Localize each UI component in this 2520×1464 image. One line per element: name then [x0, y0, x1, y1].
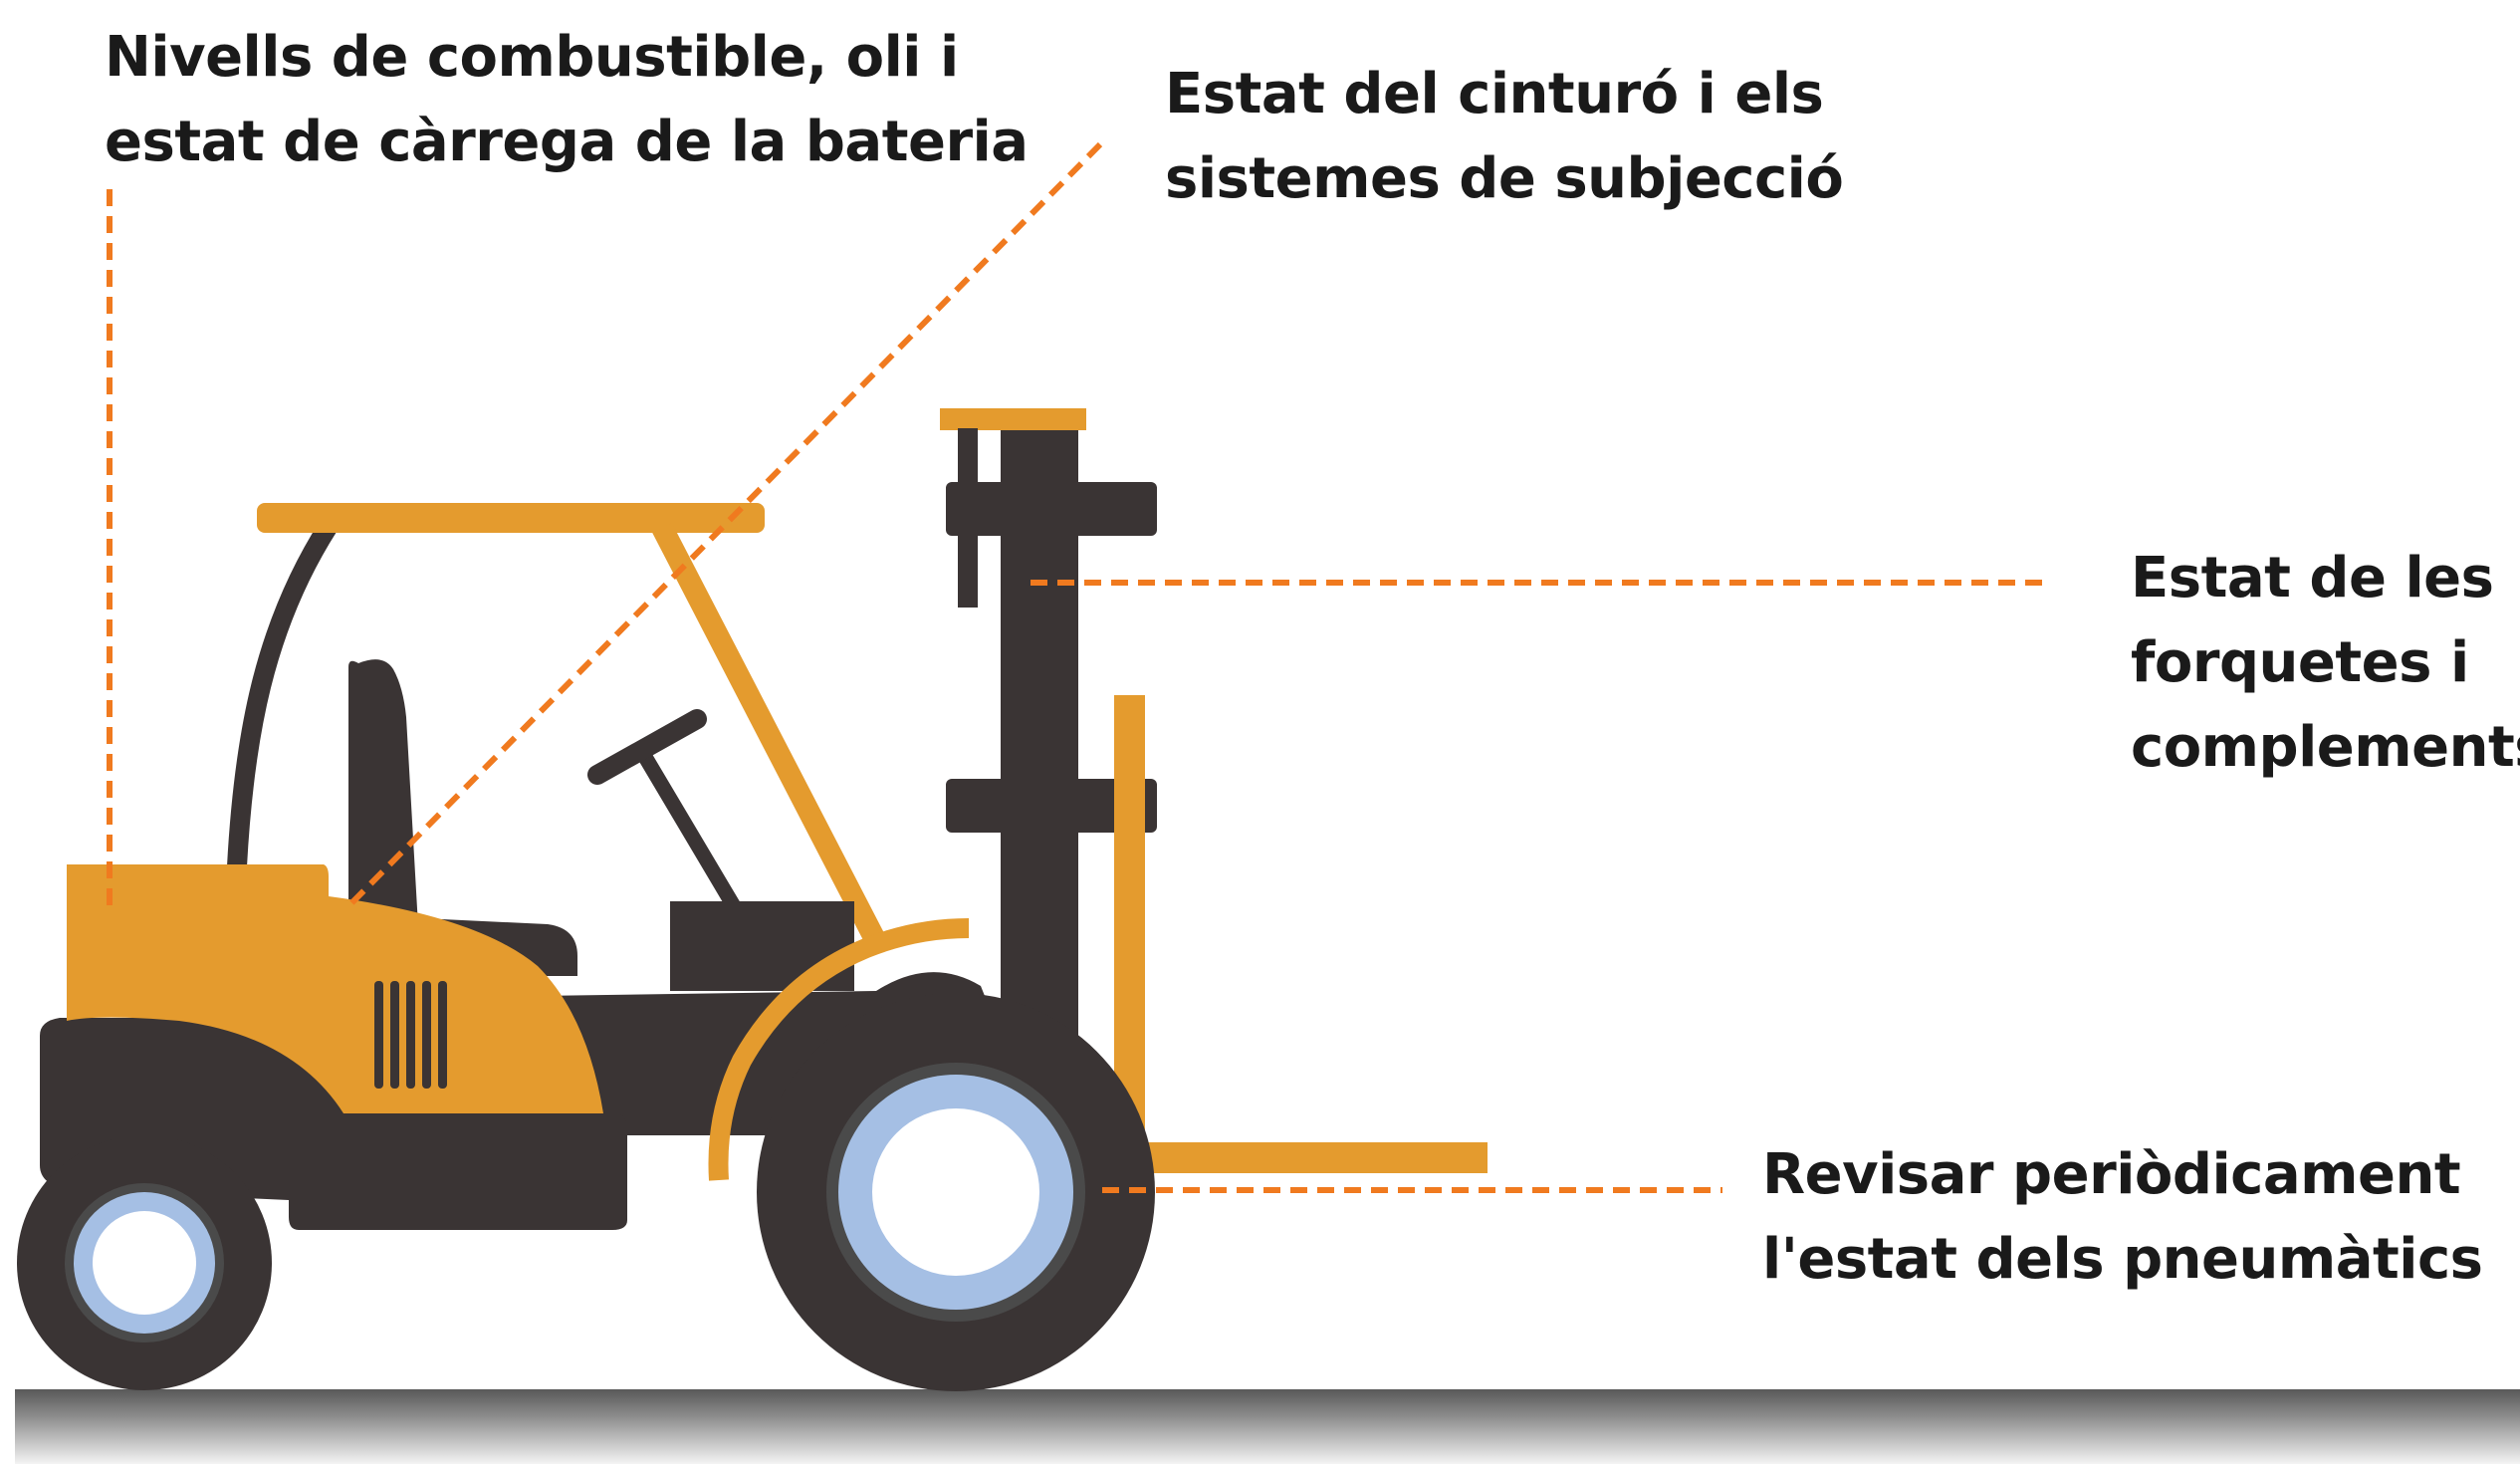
- leader-line-belt: [347, 141, 1103, 907]
- front-fender: [708, 918, 970, 1181]
- front-wheel: [757, 993, 1155, 1391]
- mast-top-bar: [940, 408, 1086, 430]
- roof-front-pillar: [652, 522, 891, 957]
- steering-wheel: [587, 709, 707, 785]
- floor: [15, 1389, 2520, 1464]
- leader-lines: [107, 141, 2051, 1193]
- forklift: [17, 408, 1488, 1391]
- engine-hood: [67, 864, 603, 1113]
- annotation-line: Nivells de combustible, oli i: [105, 25, 959, 90]
- annotation-seatbelt: Estat del cinturó i els sistemes de subj…: [1165, 52, 1844, 221]
- annotation-line: Revisar periòdicament: [1762, 1142, 2461, 1207]
- annotation-line: l'estat dels pneumàtics: [1762, 1227, 2483, 1292]
- annotation-line: sistemes de subjecció: [1165, 146, 1844, 211]
- fork-horizontal: [1114, 1142, 1488, 1173]
- seat-back: [348, 659, 418, 926]
- steering-column: [637, 749, 745, 919]
- mast-upper-bracket: [946, 482, 1157, 536]
- engine-vent-grille: [374, 981, 447, 1089]
- annotation-line: estat de càrrega de la bateria: [105, 110, 1029, 174]
- annotation-fuel-oil-battery: Nivells de combustible, oli i estat de c…: [105, 15, 1029, 184]
- roof-bar: [257, 503, 765, 533]
- annotation-line: complements: [2131, 715, 2520, 780]
- annotation-forks: Estat de les forquetes i complements: [2131, 536, 2520, 790]
- annotation-tires: Revisar periòdicament l'estat dels pneum…: [1762, 1132, 2483, 1302]
- rear-wheel: [17, 1135, 272, 1390]
- mast-lower-bracket: [946, 779, 1157, 833]
- annotation-line: Estat de les: [2131, 546, 2494, 610]
- annotation-line: forquetes i: [2131, 630, 2469, 695]
- cabin-rear-pillar: [227, 520, 338, 867]
- annotation-line: Estat del cinturó i els: [1165, 62, 1824, 126]
